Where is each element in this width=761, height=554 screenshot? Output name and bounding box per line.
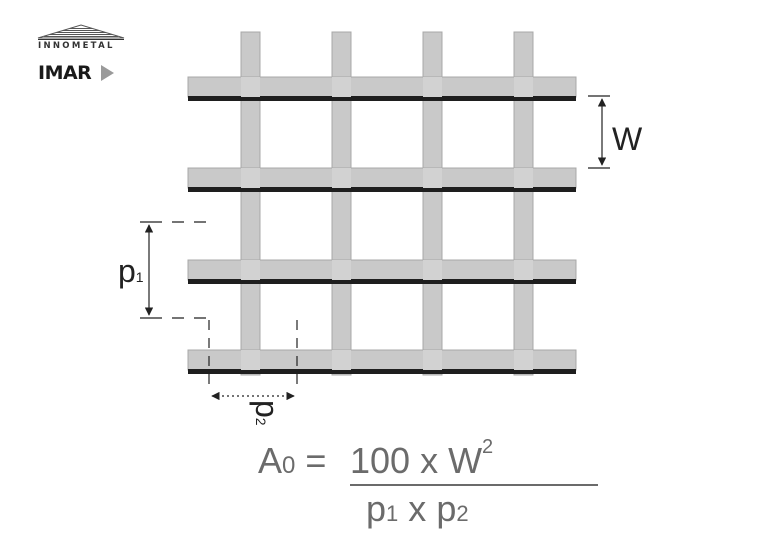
vertical-wire <box>422 31 443 376</box>
innometal-logo: INNOMETAL <box>36 24 126 52</box>
crossing <box>514 350 533 370</box>
formula-lhs: A0 = <box>258 440 327 481</box>
formula-denominator: p1 x p2 <box>366 488 469 529</box>
crossing <box>423 77 442 97</box>
wire-shadow <box>188 96 576 101</box>
crossing <box>514 260 533 280</box>
imar-logo: IMAR <box>38 62 114 86</box>
wire-shadow <box>188 279 576 284</box>
roof-icon <box>37 24 125 40</box>
vertical-wire <box>513 31 534 376</box>
crossing <box>332 77 351 97</box>
fraction-bar <box>350 484 598 486</box>
vertical-wire <box>240 31 261 376</box>
crossing <box>423 168 442 188</box>
crossing <box>332 168 351 188</box>
crossing <box>423 260 442 280</box>
imar-wordmark: IMAR <box>38 62 92 84</box>
formula-numerator: 100 x W2 <box>350 436 494 481</box>
p2-label: p2 <box>249 400 285 426</box>
vertical-wires <box>240 31 534 376</box>
vertical-wire <box>331 31 352 376</box>
w-label: W <box>612 121 643 157</box>
crossing <box>514 77 533 97</box>
w-dimension <box>588 95 610 169</box>
crossing <box>241 77 260 97</box>
crossing <box>332 260 351 280</box>
innometal-wordmark: INNOMETAL <box>38 41 115 51</box>
p2-dimension <box>208 320 298 401</box>
crossing <box>332 350 351 370</box>
p1-dimension <box>140 221 210 319</box>
crossing <box>514 168 533 188</box>
p1-label: p1 <box>118 253 144 289</box>
svg-text:p2: p2 <box>249 400 285 426</box>
crossing <box>241 350 260 370</box>
wire-shadow <box>188 187 576 192</box>
wire-shadow <box>188 369 576 374</box>
crossing <box>241 260 260 280</box>
crossing <box>423 350 442 370</box>
wire-crossings <box>241 77 533 370</box>
crossing <box>241 168 260 188</box>
horizontal-wires <box>187 76 577 374</box>
play-triangle-icon <box>101 65 114 81</box>
